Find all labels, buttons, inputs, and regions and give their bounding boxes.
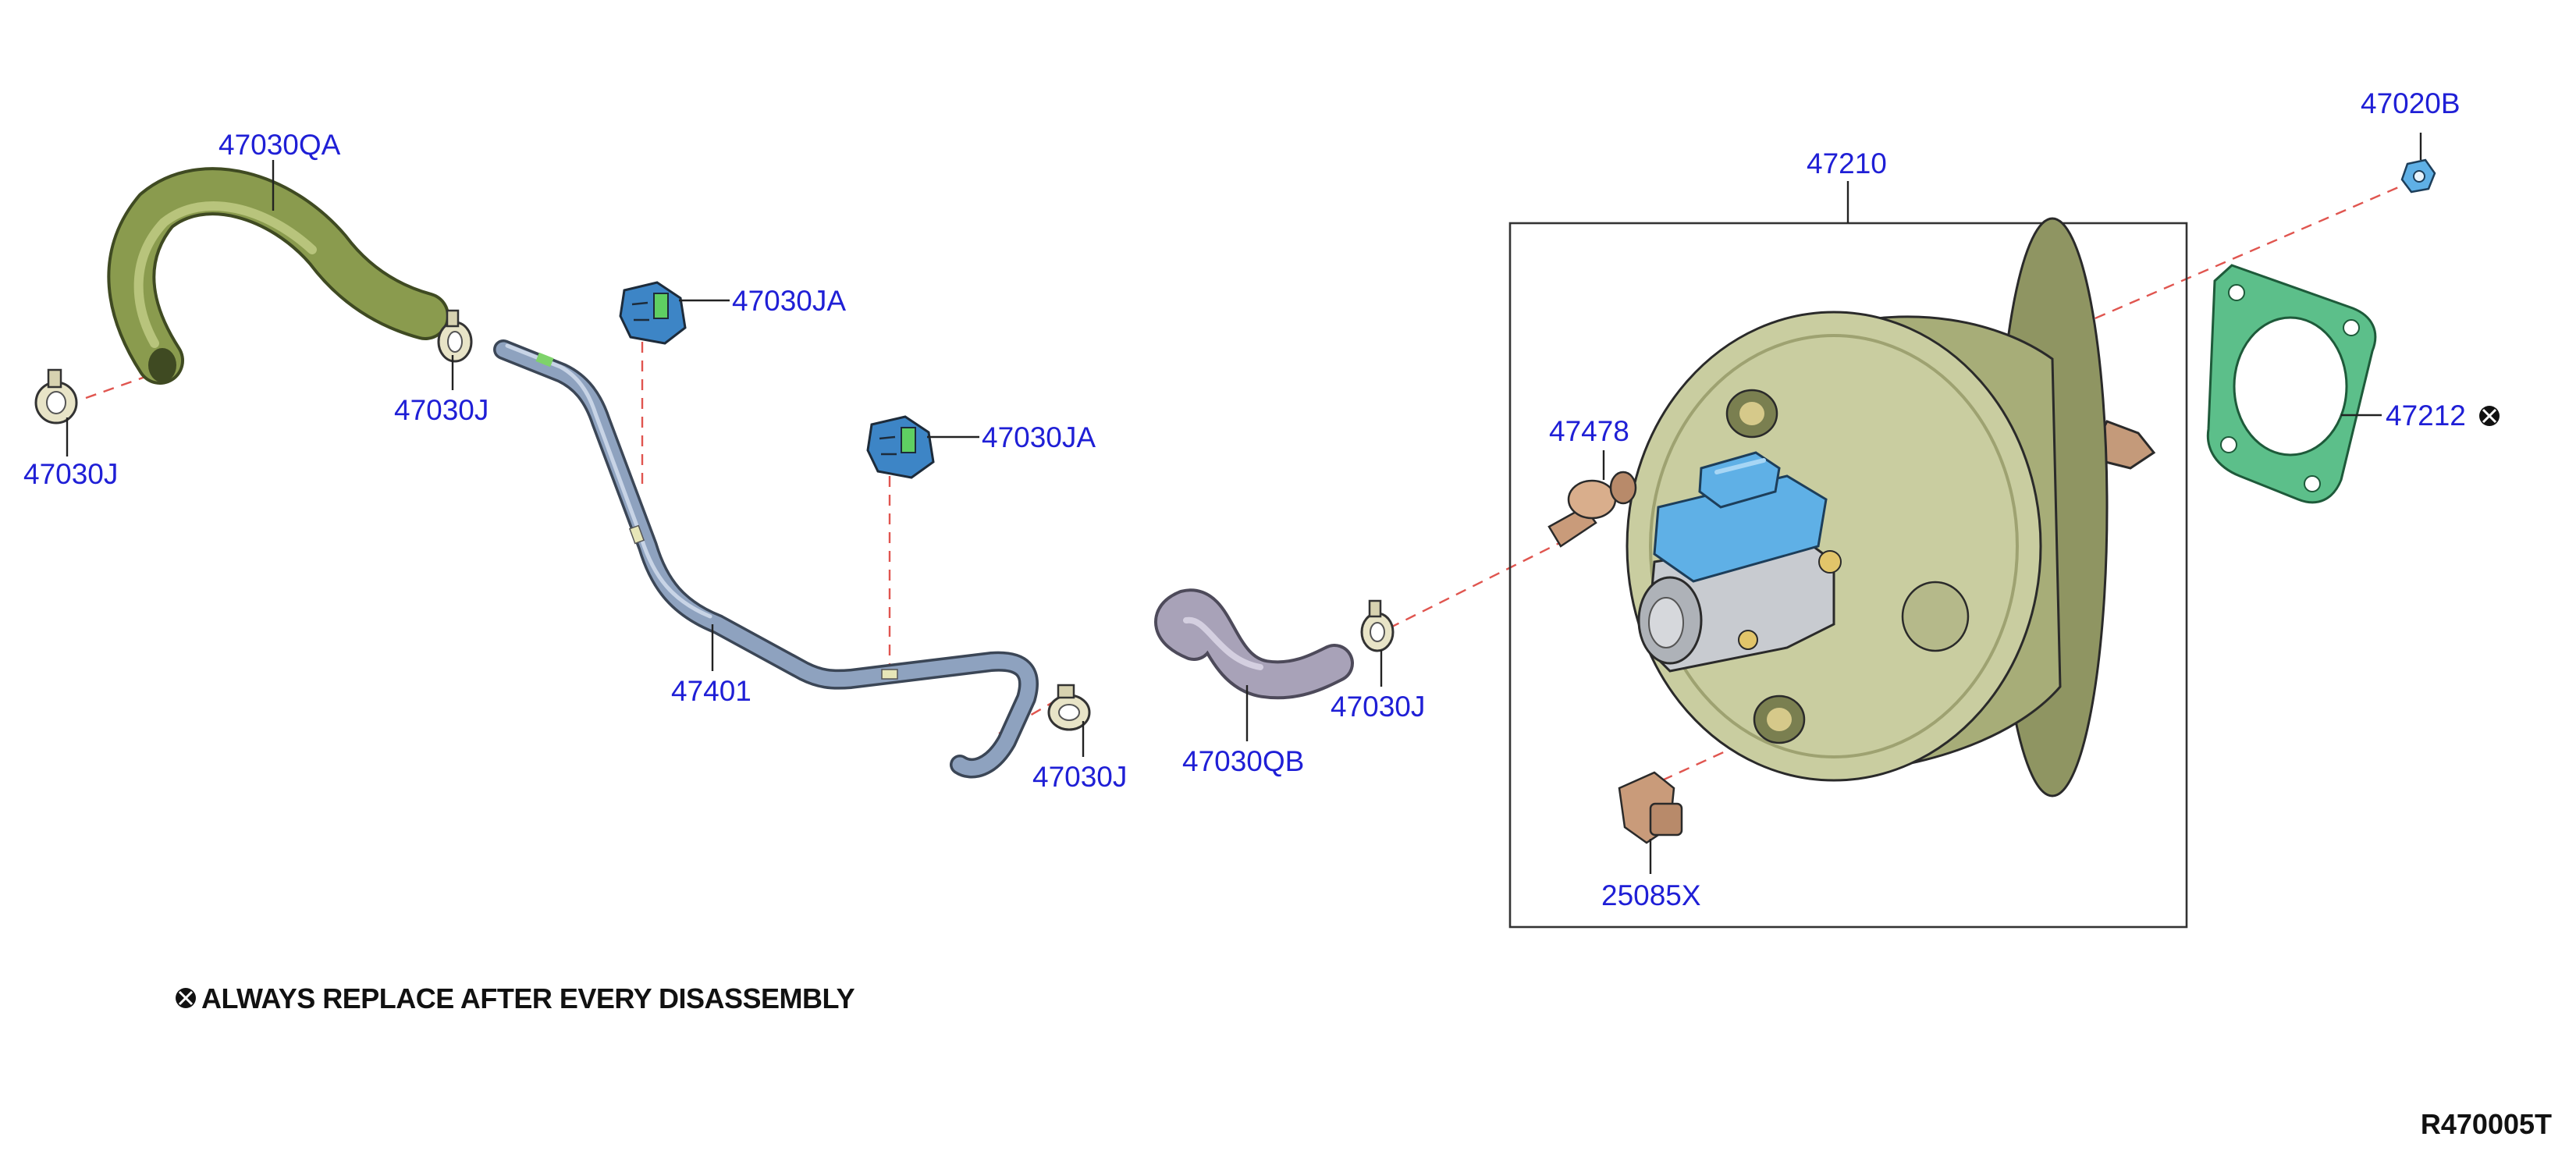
- tube-clip-lower[interactable]: [866, 415, 935, 479]
- lower-vacuum-hose[interactable]: [1154, 588, 1354, 700]
- label-47401[interactable]: 47401: [671, 675, 751, 707]
- replace-marker-icon: [2479, 406, 2500, 426]
- master-cylinder[interactable]: [1637, 451, 1842, 673]
- diagram-code: R470005T: [2421, 1108, 2552, 1140]
- hose-clamp-far-left[interactable]: [34, 368, 78, 424]
- part-labels: 47030QA 47030J 47030J 47030JA 47030JA 47…: [23, 87, 2466, 911]
- hose-clamp-right[interactable]: [1360, 599, 1395, 652]
- vacuum-tube[interactable]: [493, 339, 1039, 779]
- check-valve[interactable]: [1547, 471, 1637, 548]
- label-47030J-left[interactable]: 47030J: [394, 394, 489, 426]
- booster-pressure-sensor[interactable]: [1618, 771, 1683, 844]
- booster-gasket[interactable]: [2206, 264, 2377, 504]
- hose-clamp-middle[interactable]: [1047, 684, 1091, 731]
- label-47030J-right[interactable]: 47030J: [1331, 691, 1425, 723]
- upper-vacuum-hose[interactable]: [107, 167, 449, 385]
- replacement-note: ALWAYS REPLACE AFTER EVERY DISASSEMBLY: [201, 982, 855, 1014]
- label-47212[interactable]: 47212: [2386, 400, 2466, 432]
- brake-booster[interactable]: [1626, 217, 2156, 797]
- label-47210[interactable]: 47210: [1807, 147, 1887, 179]
- label-47030J-mid[interactable]: 47030J: [1032, 761, 1127, 793]
- label-47030QB[interactable]: 47030QB: [1182, 745, 1304, 777]
- leader-lines: [66, 133, 2422, 874]
- tube-clip-upper[interactable]: [619, 281, 687, 345]
- label-47030QA[interactable]: 47030QA: [219, 129, 341, 161]
- booster-nut[interactable]: [2400, 158, 2436, 194]
- label-47030J-far-left[interactable]: 47030J: [23, 458, 118, 490]
- label-25085X[interactable]: 25085X: [1601, 879, 1701, 911]
- label-47030JA-upper[interactable]: 47030JA: [732, 285, 846, 317]
- label-47030JA-lower[interactable]: 47030JA: [982, 421, 1096, 453]
- label-47478[interactable]: 47478: [1549, 415, 1629, 447]
- hose-clamp-left[interactable]: [437, 309, 473, 363]
- note-marker-icon: [176, 988, 196, 1008]
- label-47020B[interactable]: 47020B: [2361, 87, 2461, 119]
